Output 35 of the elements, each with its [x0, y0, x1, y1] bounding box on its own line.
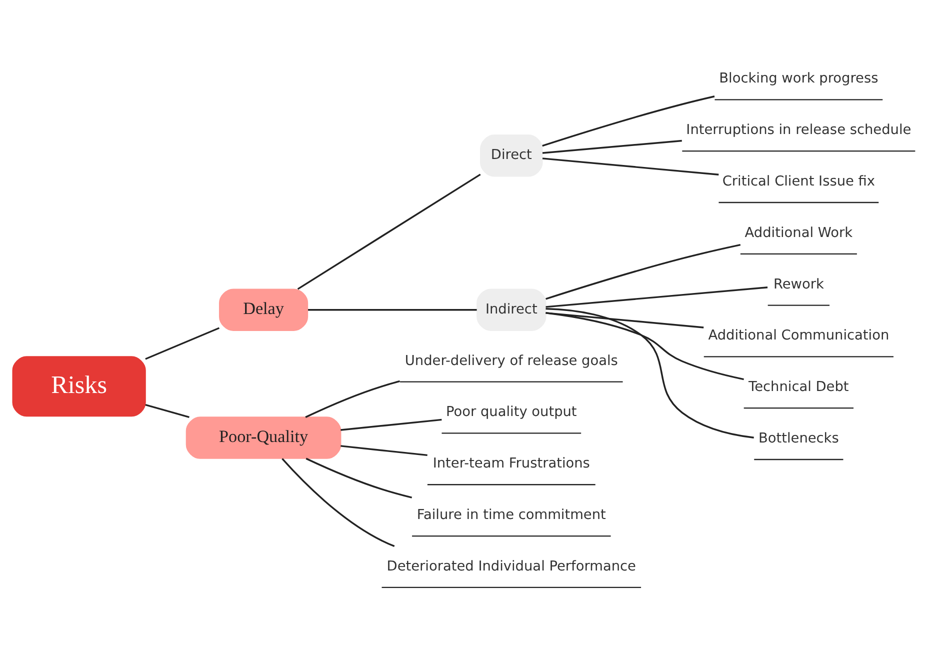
node-text: Technical Debt: [748, 379, 849, 396]
connector: [145, 327, 220, 360]
node-text: Rework: [773, 276, 824, 292]
connector: [546, 286, 768, 308]
node-text: Poor quality output: [446, 404, 577, 420]
node-text: Blocking work progress: [719, 70, 878, 87]
connector: [542, 158, 719, 176]
connector: [546, 312, 744, 380]
node-box: Delay: [219, 288, 308, 331]
node-box: Risks: [12, 356, 146, 417]
node-box: Poor-Quality: [186, 416, 342, 459]
connector: [297, 174, 481, 290]
connector: [542, 140, 682, 154]
node-text: Deteriorated Individual Performance: [386, 558, 636, 574]
connector: [282, 458, 395, 548]
connector: [308, 309, 477, 311]
node-text: Under-delivery of release goals: [404, 352, 618, 369]
node-text: Failure in time commitment: [416, 507, 606, 524]
connector: [340, 445, 428, 456]
connector: [546, 308, 754, 438]
connector: [306, 458, 412, 498]
connector: [305, 380, 400, 418]
node-text: Additional Work: [744, 224, 853, 241]
connector: [546, 312, 704, 328]
node-box: Indirect: [476, 288, 546, 331]
node-text: Critical Client Issue fix: [722, 173, 876, 190]
node-text: Bottlenecks: [758, 430, 839, 446]
node-box: Direct: [480, 134, 543, 177]
connector: [145, 404, 190, 418]
connector: [546, 244, 741, 300]
connector: [340, 418, 442, 431]
node-text: Inter-team Frustrations: [432, 456, 590, 472]
connector: [542, 96, 715, 147]
node-text: Interruptions in release schedule: [686, 122, 912, 138]
node-text: Additional Communication: [708, 328, 890, 344]
